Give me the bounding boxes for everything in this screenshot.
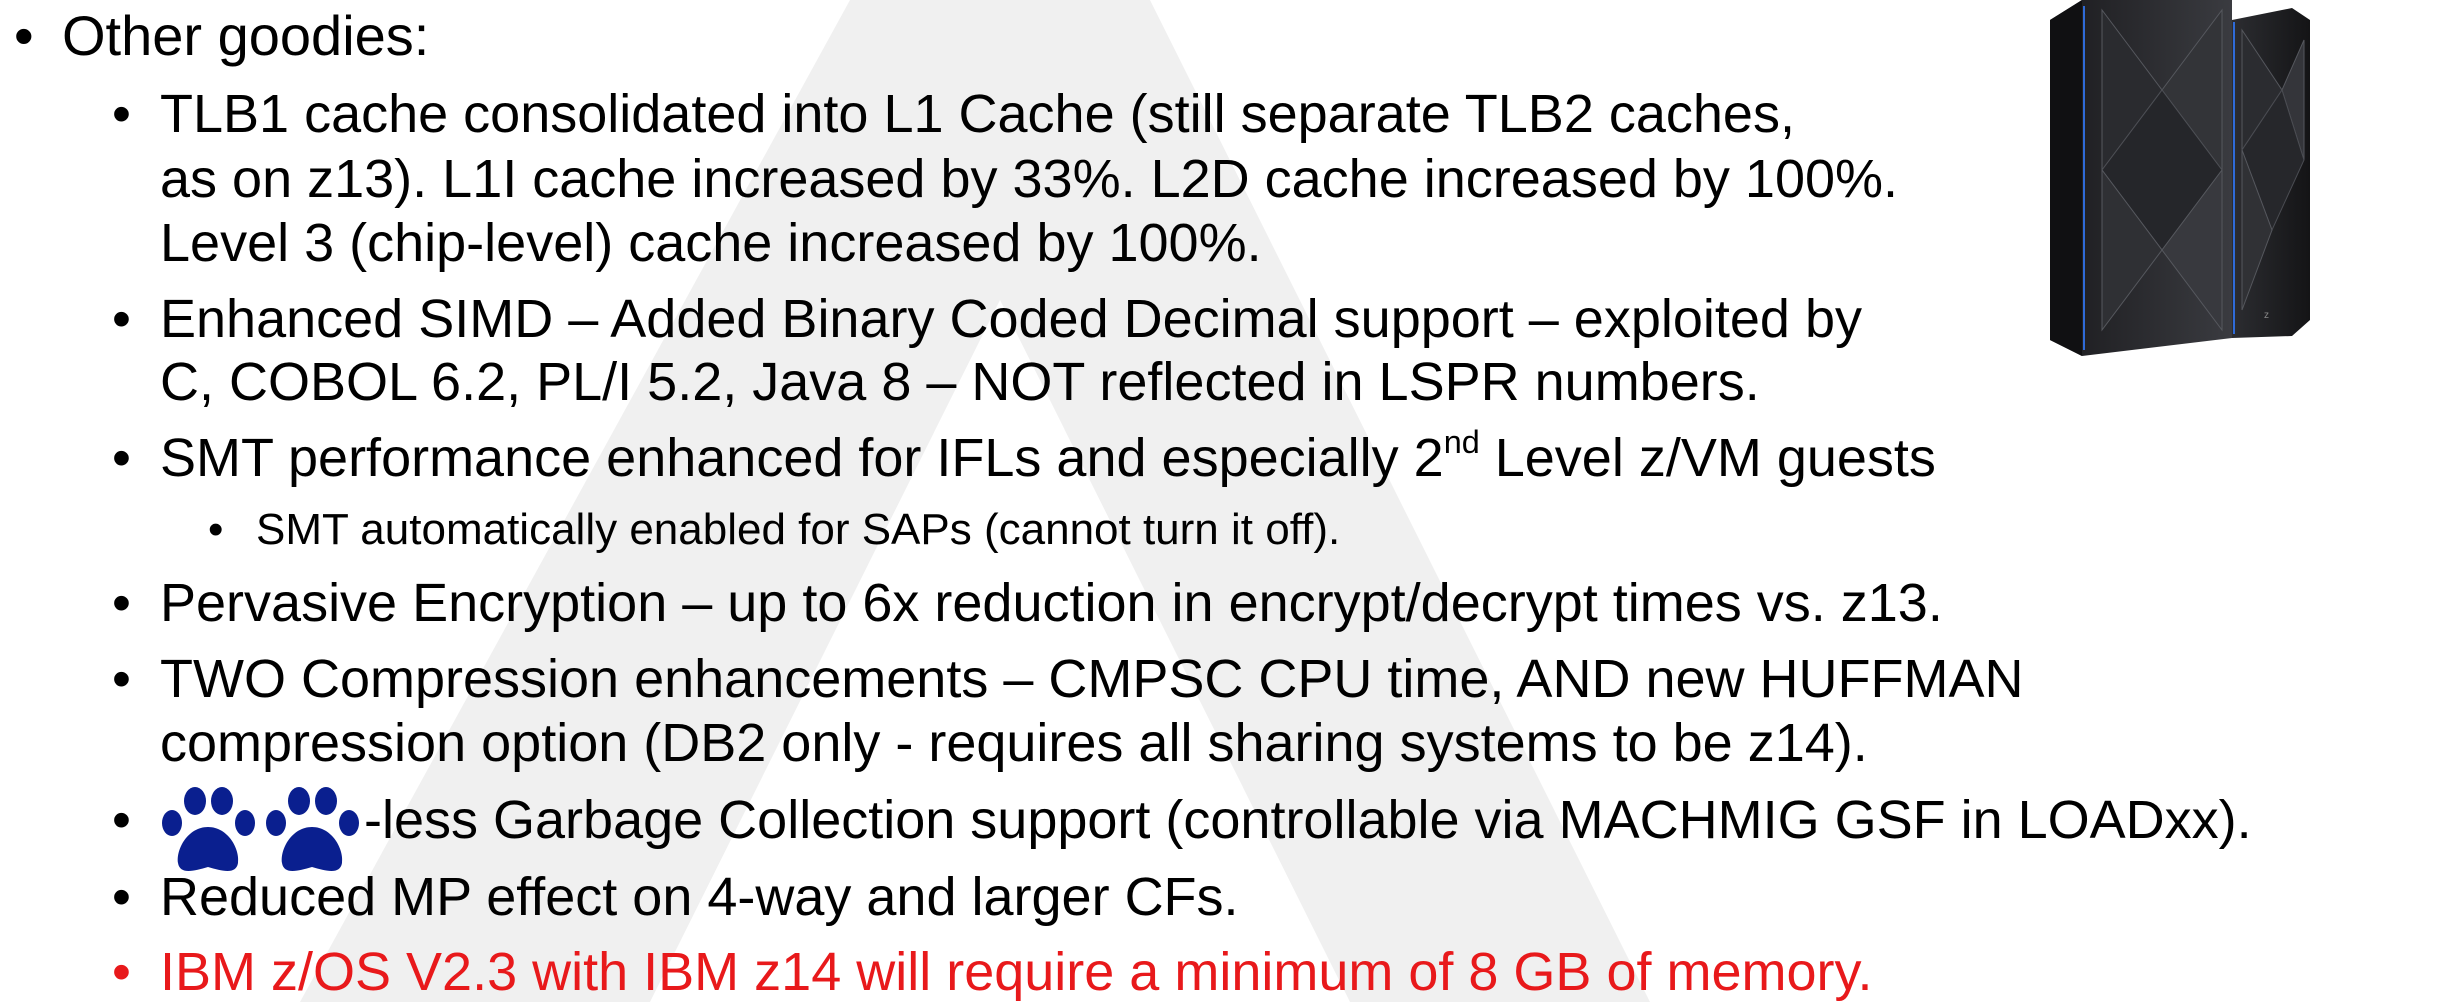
encryption-line: Pervasive Encryption – up to 6x reductio…	[160, 573, 1943, 633]
smt-text-before: SMT performance enhanced for IFLs and es…	[160, 428, 1444, 488]
bullet: •	[112, 289, 131, 349]
bullet: •	[112, 867, 131, 927]
bullet: •	[14, 4, 34, 67]
simd-line-2: C, COBOL 6.2, PL/I 5.2, Java 8 – NOT ref…	[160, 352, 1760, 412]
smt-superscript: nd	[1443, 424, 1480, 461]
bullet: •	[112, 942, 131, 1002]
bullet: •	[112, 649, 131, 709]
memory-requirement-line: IBM z/OS V2.3 with IBM z14 will require …	[160, 942, 1873, 1002]
mainframe-server-image: z	[2050, 0, 2310, 356]
sub-bullet: •	[208, 505, 224, 554]
smt-text-after: Level z/VM guests	[1479, 428, 1936, 488]
heading: Other goodies:	[62, 4, 430, 67]
bullet: •	[112, 573, 131, 633]
tlb-line-2: as on z13). L1I cache increased by 33%. …	[160, 149, 1899, 209]
compression-line-1: TWO Compression enhancements – CMPSC CPU…	[160, 649, 2024, 709]
paw-print-icon	[162, 787, 359, 871]
smt-sub-item: SMT automatically enabled for SAPs (cann…	[256, 505, 1341, 554]
bullet: •	[112, 428, 131, 488]
compression-line-2: compression option (DB2 only - requires …	[160, 713, 1868, 773]
svg-text:z: z	[2264, 310, 2269, 321]
bullet: •	[112, 790, 131, 850]
tlb-line-1: TLB1 cache consolidated into L1 Cache (s…	[160, 84, 1795, 144]
smt-line: SMT performance enhanced for IFLs and es…	[160, 426, 1936, 488]
bullet: •	[112, 84, 131, 144]
garbage-collection-line: -less Garbage Collection support (contro…	[364, 790, 2252, 850]
mp-effect-line: Reduced MP effect on 4-way and larger CF…	[160, 867, 1239, 927]
simd-line-1: Enhanced SIMD – Added Binary Coded Decim…	[160, 289, 1863, 349]
tlb-line-3: Level 3 (chip-level) cache increased by …	[160, 213, 1262, 273]
